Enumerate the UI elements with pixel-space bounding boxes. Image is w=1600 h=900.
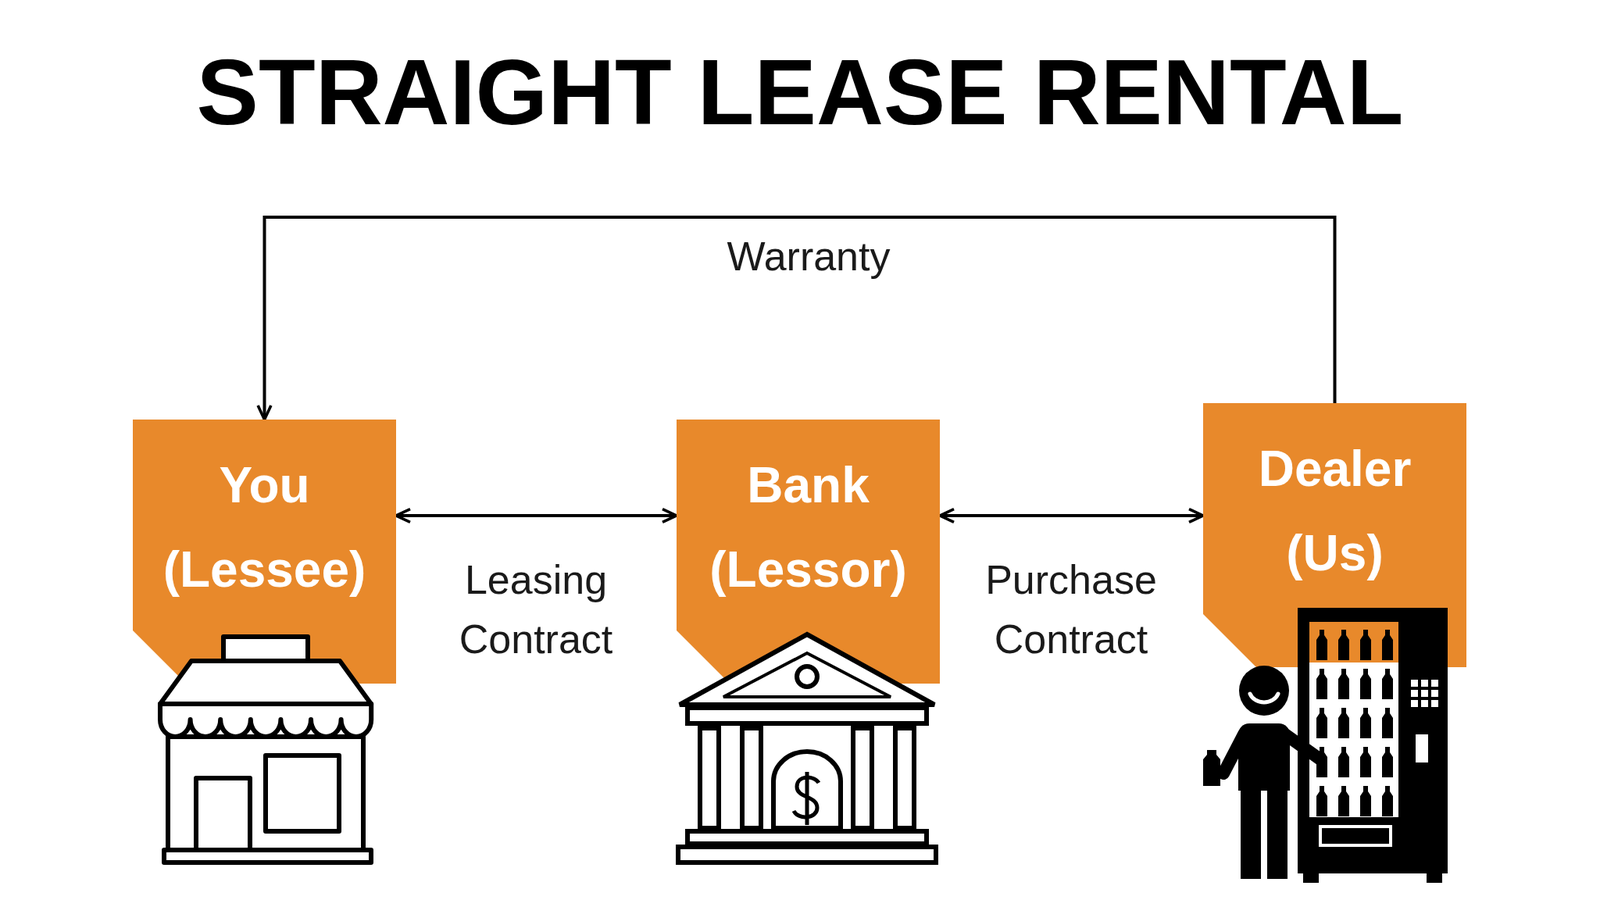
edge-label-block: Leasing Contract [410, 550, 661, 669]
party-name: You (Lessee) [143, 442, 386, 612]
diagram-title: STRAIGHT LEASE RENTAL [0, 35, 1600, 150]
title-block: STRAIGHT LEASE RENTAL [0, 35, 1600, 150]
edge-label: Leasing Contract [410, 550, 661, 669]
bank-icon [678, 634, 936, 863]
edge-label: Purchase Contract [946, 550, 1197, 669]
contract-arrow [264, 217, 1336, 420]
person-icon [1203, 665, 1321, 879]
box-fill [676, 419, 940, 684]
shop-icon [160, 636, 372, 863]
party-name: Dealer (Us) [1214, 426, 1457, 596]
edge-label-block: Warranty [644, 226, 973, 286]
edge-label: Warranty [644, 226, 973, 286]
party-name: Bank (Lessor) [687, 442, 930, 612]
box-fill [132, 419, 397, 684]
lease-party-box: Dealer (Us) [1203, 403, 1467, 668]
contract-arrow [396, 514, 677, 518]
lease-party-box: You (Lessee) [132, 419, 397, 684]
edge-label-block: Purchase Contract [946, 550, 1197, 669]
lease-party-box: Bank (Lessor) [676, 419, 940, 684]
vending-machine-icon [1297, 607, 1448, 883]
contract-arrow [939, 514, 1204, 518]
box-fill [1203, 403, 1467, 668]
